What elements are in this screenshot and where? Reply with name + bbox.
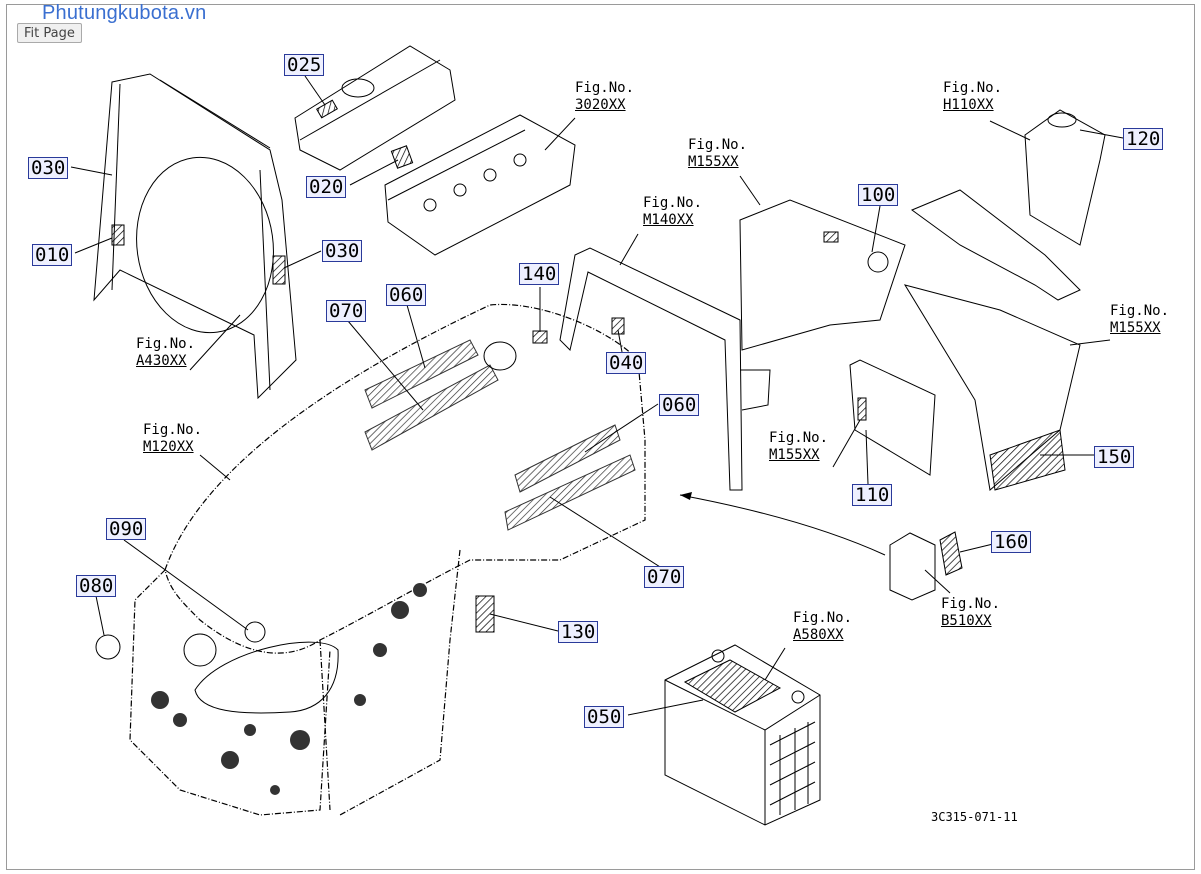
fig-ref-a430[interactable]: Fig.No. A430XX	[136, 336, 195, 370]
fig-ref-h110[interactable]: Fig.No. H110XX	[943, 80, 1002, 114]
fig-ref-number: 3020XX	[575, 97, 626, 113]
fig-ref-number: M155XX	[1110, 320, 1161, 336]
part-050-label[interactable]: 050	[584, 706, 625, 728]
fig-ref-prefix: Fig.No.	[688, 137, 748, 153]
part-110-label[interactable]: 110	[852, 484, 893, 506]
fig-ref-m155[interactable]: Fig.No. M155XX	[688, 137, 747, 171]
part-070-label[interactable]: 070	[644, 566, 685, 588]
fig-ref-m155[interactable]: Fig.No. M155XX	[1110, 303, 1169, 337]
valve-cover	[294, 45, 456, 171]
part-090-label[interactable]: 090	[106, 518, 147, 540]
fig-ref-number: M155XX	[769, 447, 820, 463]
fig-ref-a580[interactable]: Fig.No. A580XX	[793, 610, 852, 644]
part-060-label[interactable]: 060	[659, 394, 700, 416]
fig-ref-prefix: Fig.No.	[643, 195, 703, 211]
drawing-reference: 3C315-071-11	[931, 810, 1018, 824]
side-cover-right	[903, 189, 1081, 491]
fig-ref-prefix: Fig.No.	[941, 596, 1001, 612]
fig-ref-3020[interactable]: Fig.No. 3020XX	[575, 80, 634, 114]
fig-ref-prefix: Fig.No.	[1110, 303, 1170, 319]
fit-page-button[interactable]: Fit Page	[17, 23, 82, 43]
fig-ref-m155[interactable]: Fig.No. M155XX	[769, 430, 828, 464]
fig-ref-prefix: Fig.No.	[943, 80, 1003, 96]
battery	[664, 644, 821, 826]
fig-ref-m140[interactable]: Fig.No. M140XX	[643, 195, 702, 229]
fig-ref-number: H110XX	[943, 97, 994, 113]
fuse-box	[679, 492, 963, 601]
part-010-label[interactable]: 010	[32, 244, 73, 266]
fig-ref-number: M120XX	[143, 439, 194, 455]
leader-lines	[70, 75, 1124, 716]
front-frame	[559, 247, 771, 491]
part-140-label[interactable]: 140	[519, 263, 560, 285]
fig-ref-b510[interactable]: Fig.No. B510XX	[941, 596, 1000, 630]
fig-ref-prefix: Fig.No.	[136, 336, 196, 352]
part-030-label[interactable]: 030	[322, 240, 363, 262]
fig-ref-number: M155XX	[688, 154, 739, 170]
part-025-label[interactable]: 025	[284, 54, 325, 76]
fig-ref-number: A430XX	[136, 353, 187, 369]
fig-ref-prefix: Fig.No.	[793, 610, 853, 626]
part-150-label[interactable]: 150	[1094, 446, 1135, 468]
radiator-shroud	[93, 73, 297, 400]
side-cover-upper	[739, 199, 906, 351]
part-020-label[interactable]: 020	[306, 176, 347, 198]
part-160-label[interactable]: 160	[991, 531, 1032, 553]
cylinder-head	[384, 114, 576, 256]
fig-ref-prefix: Fig.No.	[575, 80, 635, 96]
part-130-label[interactable]: 130	[558, 621, 599, 643]
fig-ref-number: B510XX	[941, 613, 992, 629]
part-060-label[interactable]: 060	[386, 284, 427, 306]
part-100-label[interactable]: 100	[858, 184, 899, 206]
part-120-label[interactable]: 120	[1123, 128, 1164, 150]
part-080-label[interactable]: 080	[76, 575, 117, 597]
part-040-label[interactable]: 040	[606, 352, 647, 374]
site-brand[interactable]: Phutungkubota.vn	[42, 2, 207, 24]
fig-ref-number: M140XX	[643, 212, 694, 228]
small-panel	[849, 359, 936, 476]
part-070-label[interactable]: 070	[326, 300, 367, 322]
part-030-label[interactable]: 030	[28, 157, 69, 179]
fig-ref-prefix: Fig.No.	[143, 422, 203, 438]
fig-ref-number: A580XX	[793, 627, 844, 643]
fig-ref-prefix: Fig.No.	[769, 430, 829, 446]
fig-ref-m120[interactable]: Fig.No. M120XX	[143, 422, 202, 456]
bracket-upper	[1024, 109, 1106, 246]
bonnet	[95, 303, 646, 816]
